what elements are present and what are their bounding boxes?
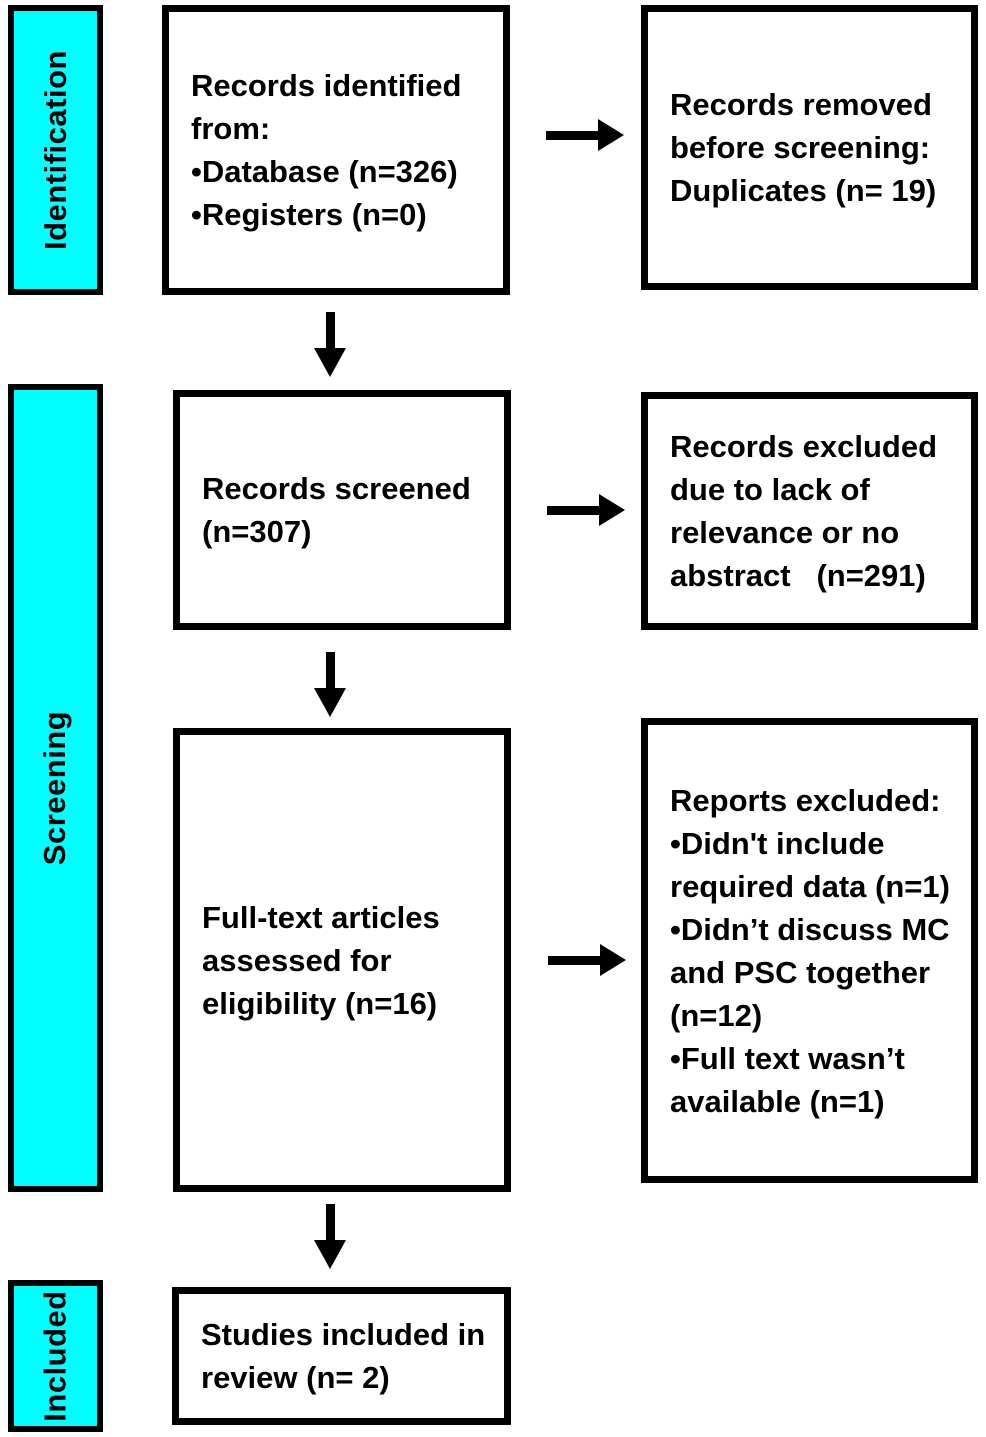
stage-label-identification: Identification <box>37 50 73 250</box>
box-reports-excluded-text: Reports excluded: •Didn't include requir… <box>670 782 950 1119</box>
box-records-removed-text: Records removed before screening: Duplic… <box>670 87 937 208</box>
stage-bar-screening: Screening <box>8 384 103 1192</box>
box-studies-included-text: Studies included in review (n= 2) <box>201 1317 486 1395</box>
stage-label-included: Included <box>37 1290 73 1422</box>
stage-bar-included: Included <box>8 1280 103 1432</box>
box-records-excluded-text: Records excluded due to lack of relevanc… <box>670 429 938 593</box>
box-fulltext-assessed: Full-text articles assessed for eligibil… <box>173 728 511 1192</box>
box-studies-included: Studies included in review (n= 2) <box>172 1287 511 1425</box>
box-records-screened-text: Records screened (n=307) <box>202 471 471 549</box>
box-records-screened: Records screened (n=307) <box>173 390 511 630</box>
stage-bar-identification: Identification <box>8 5 103 295</box>
box-records-identified-text: Records identified from: •Database (n=32… <box>191 68 462 232</box>
box-records-removed: Records removed before screening: Duplic… <box>641 5 978 290</box>
stage-label-screening: Screening <box>37 710 73 866</box>
box-records-identified: Records identified from: •Database (n=32… <box>162 5 510 295</box>
box-records-excluded: Records excluded due to lack of relevanc… <box>641 392 978 630</box>
box-fulltext-assessed-text: Full-text articles assessed for eligibil… <box>202 899 440 1021</box>
box-reports-excluded: Reports excluded: •Didn't include requir… <box>641 718 978 1183</box>
